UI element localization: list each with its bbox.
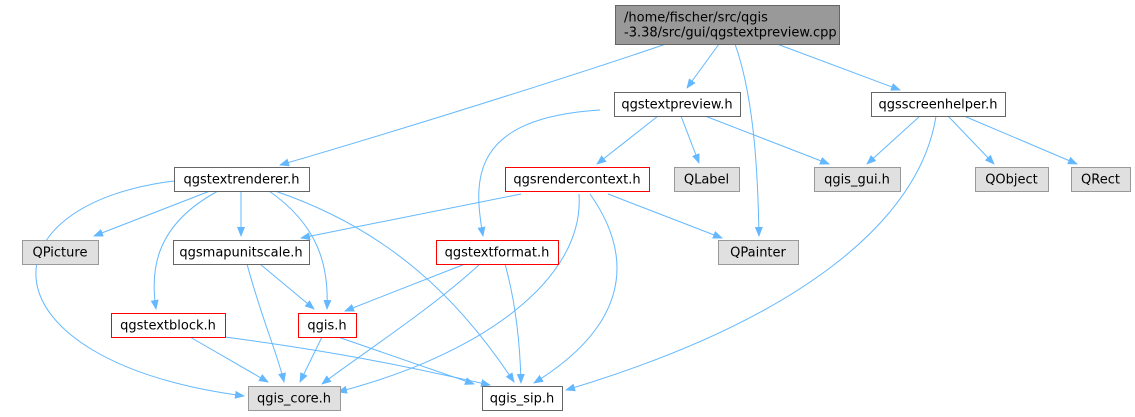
node-QLabel: QLabel xyxy=(674,167,740,192)
edge-qgsrendercontext_h-to-qgsmapunitscale_h xyxy=(300,193,522,241)
edge-qgsrendercontext_h-to-qgis_core_h xyxy=(337,193,580,394)
edge-qgsmapunitscale_h-to-qgis_h xyxy=(259,263,315,310)
edge-root-to-qgstextrenderer_h xyxy=(279,43,667,167)
node-qgis_core_h: qgis_core.h xyxy=(248,386,341,411)
edge-qgstextformat_h-to-qgis_core_h xyxy=(321,263,481,385)
node-box xyxy=(718,240,799,265)
node-label: QPainter xyxy=(730,246,786,261)
node-box xyxy=(248,386,341,411)
edge-qgsscreenhelper_h-to-QRect xyxy=(963,115,1078,165)
node-qgstextformat_h[interactable]: qgstextformat.h xyxy=(436,240,559,265)
node-box xyxy=(482,386,563,411)
edge-qgstextpreview_h-to-qgis_gui_h xyxy=(704,115,830,165)
node-box xyxy=(814,167,901,192)
node-QPainter: QPainter xyxy=(718,240,799,265)
node-label: qgis_gui.h xyxy=(824,173,890,188)
node-root[interactable]: /home/fischer/src/qgis-3.38/src/gui/qgst… xyxy=(615,5,840,45)
edge-qgis_h-to-qgis_core_h xyxy=(299,336,323,383)
edge-root-to-QPainter xyxy=(734,43,763,237)
node-box xyxy=(174,167,310,192)
edge-qgstextpreview_h-to-QLabel xyxy=(680,115,700,164)
node-label: /home/fischer/src/qgis xyxy=(624,11,768,26)
edge-qgsscreenhelper_h-to-QObject xyxy=(947,115,995,165)
node-label: QObject xyxy=(985,173,1038,188)
edge-qgstextrenderer_h-to-qgis_core_h xyxy=(35,179,245,399)
node-box xyxy=(1071,167,1131,192)
node-label: QPicture xyxy=(33,246,88,261)
edge-qgstextblock_h-to-qgis_core_h xyxy=(189,336,269,383)
node-box xyxy=(615,5,840,45)
node-box xyxy=(975,167,1049,192)
node-QRect: QRect xyxy=(1071,167,1131,192)
node-label: qgstextformat.h xyxy=(445,246,550,261)
edge-qgsrendercontext_h-to-qgis_sip_h xyxy=(533,193,618,384)
edge-qgstextpreview_h-to-qgsrendercontext_h xyxy=(596,115,659,165)
node-QPicture: QPicture xyxy=(22,240,99,265)
node-qgstextrenderer_h[interactable]: qgstextrenderer.h xyxy=(174,167,310,192)
edge-qgstextformat_h-to-qgis_sip_h xyxy=(504,263,525,384)
node-box xyxy=(505,167,650,192)
node-box xyxy=(871,92,1006,117)
node-label: qgsscreenhelper.h xyxy=(878,98,997,113)
node-label: qgstextblock.h xyxy=(120,319,216,334)
node-label: qgstextrenderer.h xyxy=(183,173,299,188)
edge-qgstextformat_h-to-qgis_h xyxy=(344,263,466,312)
node-box xyxy=(436,240,559,265)
edge-qgstextrenderer_h-to-qgis_h xyxy=(268,190,332,310)
node-box xyxy=(674,167,740,192)
edge-root-to-qgsscreenhelper_h xyxy=(776,43,901,91)
edge-qgsmapunitscale_h-to-qgis_core_h xyxy=(246,263,286,383)
edge-qgstextrenderer_h-to-qgis_sip_h xyxy=(274,190,515,383)
node-qgsscreenhelper_h[interactable]: qgsscreenhelper.h xyxy=(871,92,1006,117)
node-qgis_h[interactable]: qgis.h xyxy=(298,313,357,338)
node-qgis_gui_h: qgis_gui.h xyxy=(814,167,901,192)
node-qgsrendercontext_h[interactable]: qgsrendercontext.h xyxy=(505,167,650,192)
nodes-layer: /home/fischer/src/qgis-3.38/src/gui/qgst… xyxy=(22,5,1131,411)
edges-layer xyxy=(35,43,1078,399)
node-qgstextpreview_h[interactable]: qgstextpreview.h xyxy=(614,92,741,117)
node-label: qgis_core.h xyxy=(257,392,331,407)
node-label: -3.38/src/gui/qgstextpreview.cpp xyxy=(624,26,837,41)
node-qgsmapunitscale_h[interactable]: qgsmapunitscale.h xyxy=(173,240,310,265)
node-qgis_sip_h[interactable]: qgis_sip.h xyxy=(482,386,563,411)
node-label: qgis_sip.h xyxy=(490,392,554,407)
node-label: qgsrendercontext.h xyxy=(513,173,640,188)
edge-root-to-qgstextpreview_h xyxy=(686,43,720,89)
node-box xyxy=(111,313,226,338)
node-box xyxy=(22,240,99,265)
edge-qgstextrenderer_h-to-qgstextblock_h xyxy=(150,190,219,310)
edge-qgstextpreview_h-to-qgstextformat_h xyxy=(477,109,601,237)
edge-qgsscreenhelper_h-to-qgis_sip_h xyxy=(565,115,937,392)
edge-qgsrendercontext_h-to-QPainter xyxy=(607,193,723,239)
node-box xyxy=(298,313,357,338)
node-label: qgis.h xyxy=(307,319,346,334)
node-label: QLabel xyxy=(684,173,729,188)
edge-qgsscreenhelper_h-to-qgis_gui_h xyxy=(866,115,921,165)
node-QObject: QObject xyxy=(975,167,1049,192)
node-box xyxy=(614,92,741,117)
node-label: qgsmapunitscale.h xyxy=(179,246,302,261)
edge-qgstextrenderer_h-to-QPicture xyxy=(93,190,211,237)
node-label: QRect xyxy=(1081,173,1120,188)
node-label: qgstextpreview.h xyxy=(621,98,732,113)
node-qgstextblock_h[interactable]: qgstextblock.h xyxy=(111,313,226,338)
edge-qgis_h-to-qgis_sip_h xyxy=(337,336,475,385)
node-box xyxy=(173,240,310,265)
